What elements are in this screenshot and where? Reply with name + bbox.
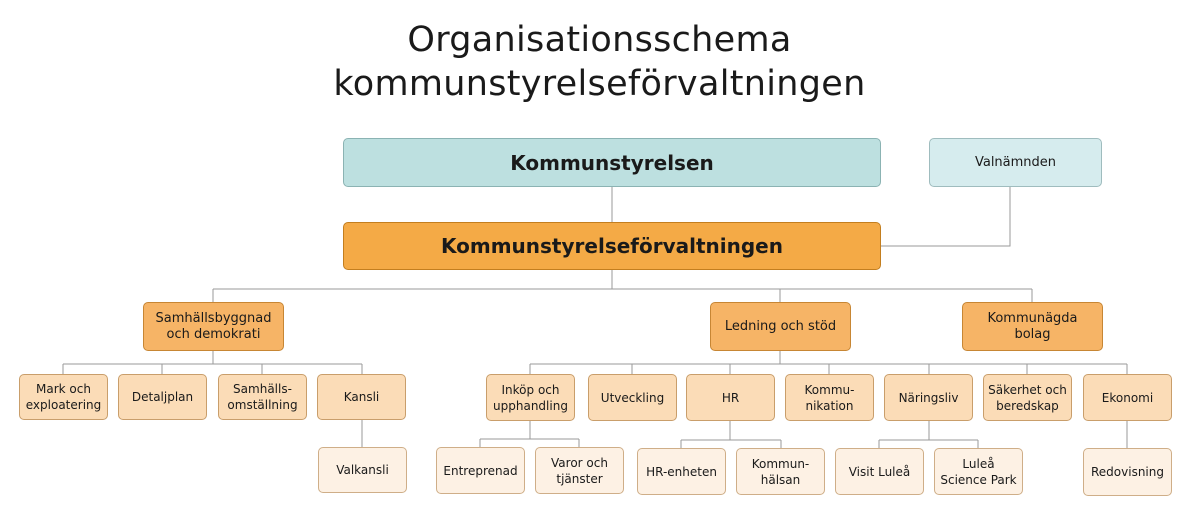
node-ledning-och-stod: Ledning och stöd: [710, 302, 851, 351]
node-lulea-science-park: Luleå Science Park: [934, 448, 1023, 495]
node-visit-lulea: Visit Luleå: [835, 448, 924, 495]
node-samhallsbyggnad-och-demokrati: Samhällsbyggnad och demokrati: [143, 302, 284, 351]
node-utveckling: Utveckling: [588, 374, 677, 421]
connector: [881, 187, 1011, 247]
page-title-line-2: kommunstyrelseförvaltningen: [333, 64, 866, 104]
node-hr: HR: [686, 374, 775, 421]
node-samhallsomstallning: Samhälls- omställning: [218, 374, 307, 420]
node-hr-enheten: HR-enheten: [637, 448, 726, 495]
node-detaljplan: Detaljplan: [118, 374, 207, 420]
page-title-line-1: Organisationsschema: [407, 20, 792, 60]
node-redovisning: Redovisning: [1083, 448, 1172, 496]
node-kommunhalsan: Kommun- hälsan: [736, 448, 825, 495]
node-kommunagda-bolag: Kommunägda bolag: [962, 302, 1103, 351]
node-kansli: Kansli: [317, 374, 406, 420]
node-kommunikation: Kommu- nikation: [785, 374, 874, 421]
node-valnamnden: Valnämnden: [929, 138, 1102, 187]
node-valkansli: Valkansli: [318, 447, 407, 493]
node-entreprenad: Entreprenad: [436, 447, 525, 494]
node-mark-och-exploatering: Mark och exploatering: [19, 374, 108, 420]
node-kommunstyrelseforvaltningen: Kommunstyrelseförvaltningen: [343, 222, 881, 270]
node-kommunstyrelsen: Kommunstyrelsen: [343, 138, 881, 187]
node-varor-och-tjanster: Varor och tjänster: [535, 447, 624, 494]
node-ekonomi: Ekonomi: [1083, 374, 1172, 421]
node-inkop-och-upphandling: Inköp och upphandling: [486, 374, 575, 421]
node-sakerhet-och-beredskap: Säkerhet och beredskap: [983, 374, 1072, 421]
node-naringsliv: Näringsliv: [884, 374, 973, 421]
